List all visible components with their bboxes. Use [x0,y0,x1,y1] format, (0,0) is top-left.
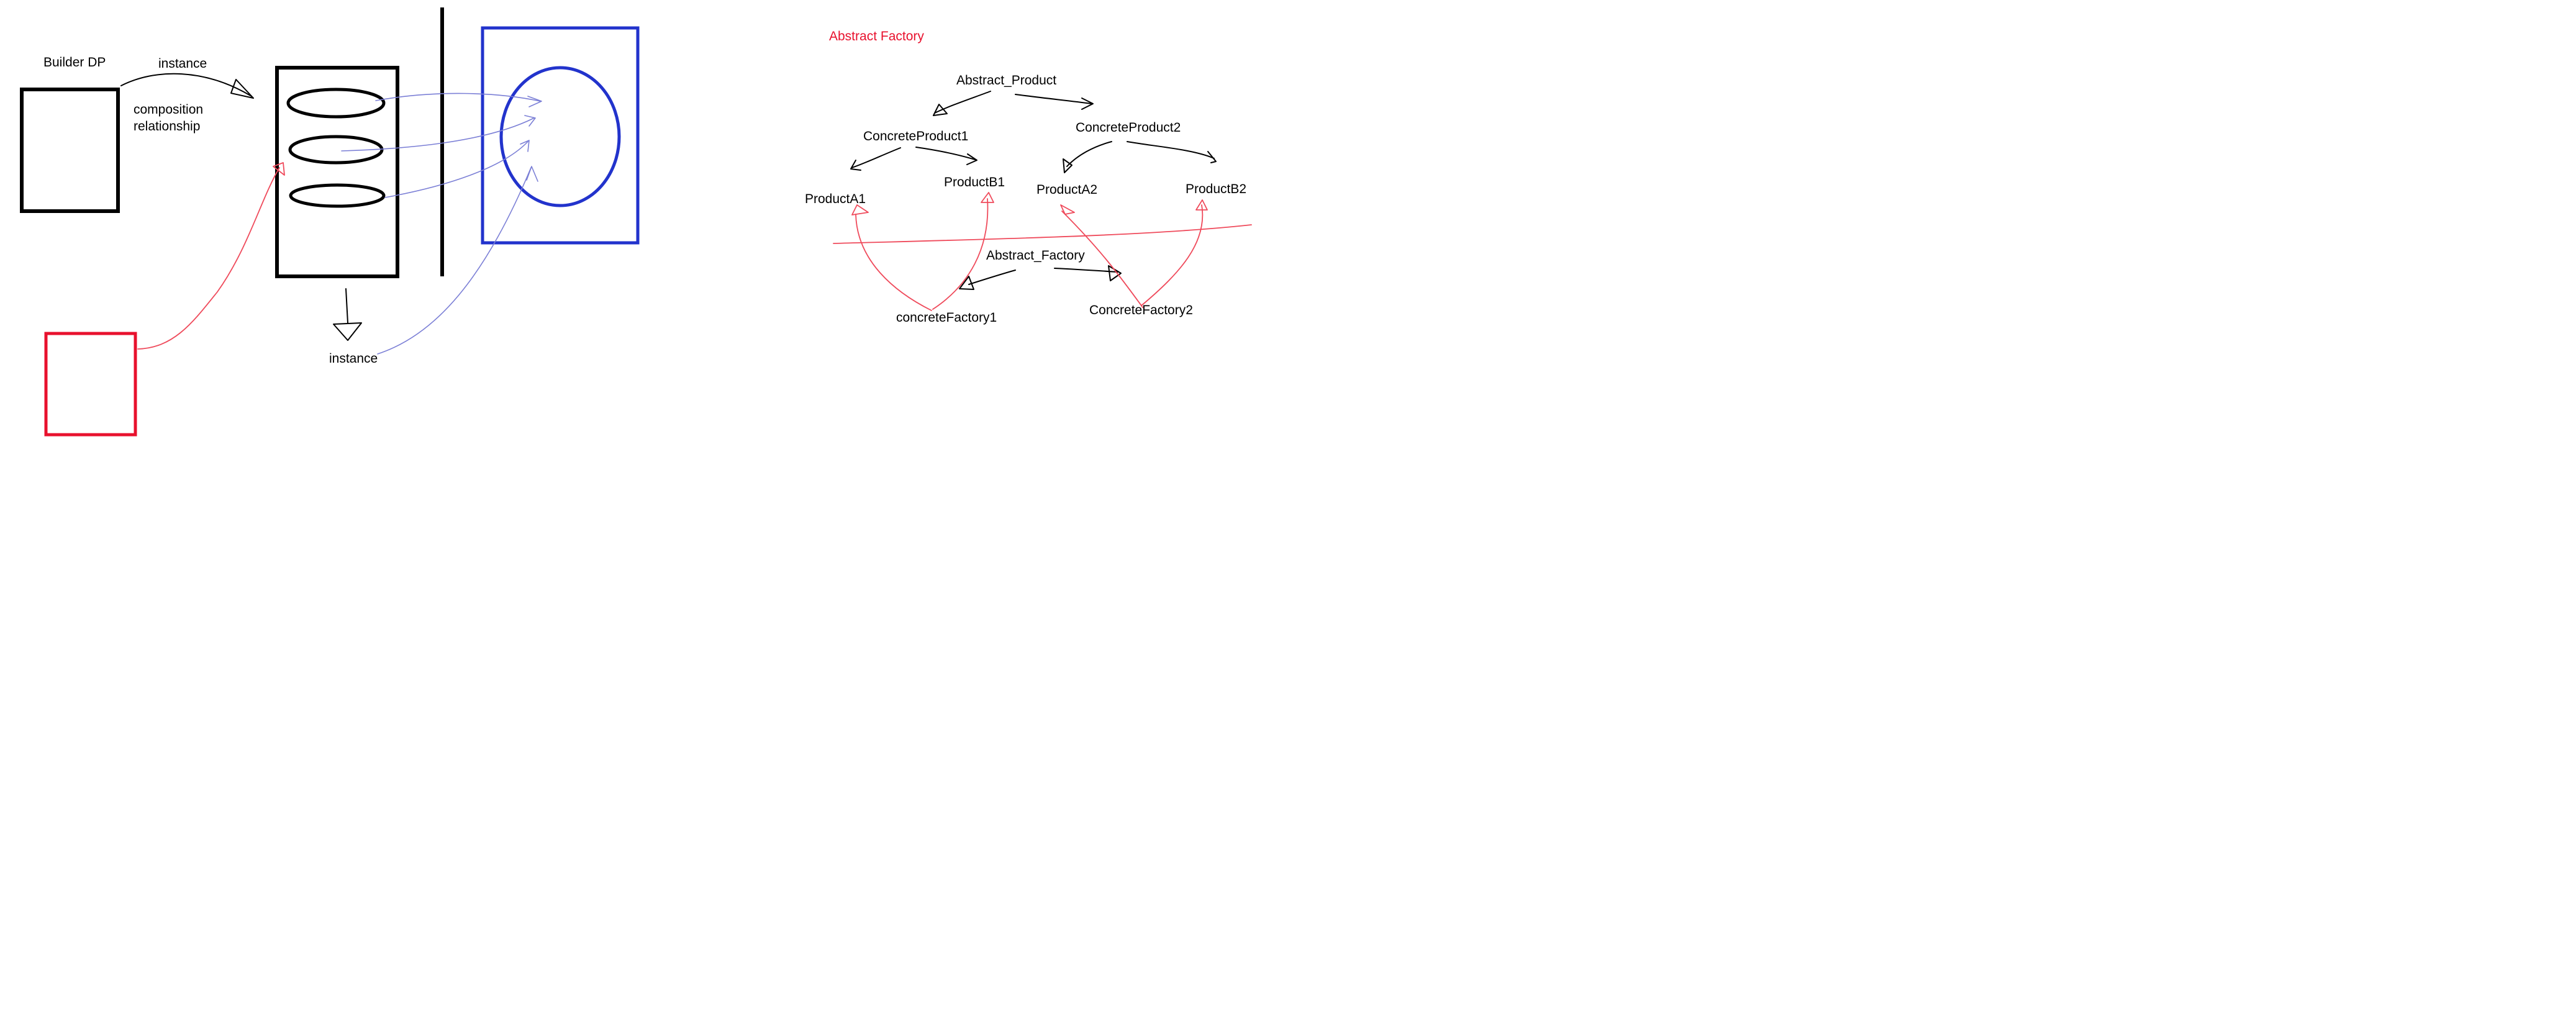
abstract-factory-sketch: Abstract Factory Abstract_Product Concre… [805,29,1252,325]
product-a1-label: ProductA1 [805,192,866,206]
arrow-abstract-to-cp1-head [933,104,948,116]
arrow-abstract-to-cp2-head [1081,97,1094,110]
products-factories-separator [833,224,1252,244]
instance-arrow-down [345,288,348,324]
connector-part2 [341,117,535,152]
cf2-creates-b2 [1141,204,1204,306]
connector-part1 [375,93,541,102]
relationship-label: relationship [134,119,200,134]
connector-part3 [384,141,528,198]
director-box [44,332,137,437]
instance-arrow-top [120,73,252,97]
builder-part-2 [288,135,384,165]
arrow-factory-to-cf2 [1054,268,1118,273]
product-a2-label: ProductA2 [1036,183,1097,197]
cf2-creates-a2 [1061,211,1143,308]
product-b2-label: ProductB2 [1186,182,1246,196]
arrow-cp2-to-b2-head [1207,151,1217,163]
arrow-cp1-to-a1 [851,147,901,168]
connector-instance [377,167,532,355]
arrow-factory-to-cf1 [968,270,1016,285]
abstract-product-label: Abstract_Product [956,73,1056,88]
arrow-factory-to-cf1-head [959,276,974,290]
cf2-creates-b2-head [1195,199,1208,211]
instance-label-top: instance [158,57,207,71]
builder-title: Builder DP [43,55,106,70]
arrow-cp1-to-a1-head [850,160,861,171]
arrow-factory-to-cf2-head [1108,265,1122,281]
arrow-abstract-to-cp2 [1015,94,1092,104]
connector-part3-head [520,140,530,152]
connector-instance-head [526,166,538,182]
builder-part-3 [289,183,386,208]
product-b1-label: ProductB1 [944,175,1005,189]
abstract-factory-title: Abstract Factory [829,29,924,43]
concrete-product2-label: ConcreteProduct2 [1076,120,1181,135]
instance-arrow-top-head [230,79,254,99]
builder-part-1 [286,88,386,119]
builder-sketch: Builder DP instance composition relation… [20,7,640,437]
arrow-cp2-to-a2 [1066,141,1112,167]
arrow-cp1-to-b1 [915,147,976,160]
concrete-product1-label: ConcreteProduct1 [863,129,968,143]
connector-part2-head [524,115,536,127]
instance-label-bottom: instance [329,351,378,366]
arrow-cp1-to-b1-head [966,153,977,165]
cf2-creates-a2-head [1060,204,1075,215]
instance-arrow-down-head [333,322,362,341]
builder-client-box [20,88,120,213]
arrow-cp2-to-a2-head [1063,158,1073,173]
director-connector-head [273,162,285,176]
concrete-factory1-label: concreteFactory1 [896,311,997,325]
arrow-abstract-to-cp1 [934,91,991,114]
cf1-creates-b1 [932,198,989,310]
director-connector [137,167,280,350]
connector-part1-head [527,96,542,107]
product-circle [499,66,621,207]
cf1-creates-a1 [855,214,932,311]
arrow-cp2-to-b2 [1127,141,1215,159]
product-box [481,26,640,245]
composition-label: composition [134,102,203,117]
cf1-creates-b1-head [981,192,994,203]
cf1-creates-a1-head [851,204,869,215]
abstract-factory-label: Abstract_Factory [986,248,1085,263]
concrete-factory2-label: ConcreteFactory2 [1089,303,1193,317]
